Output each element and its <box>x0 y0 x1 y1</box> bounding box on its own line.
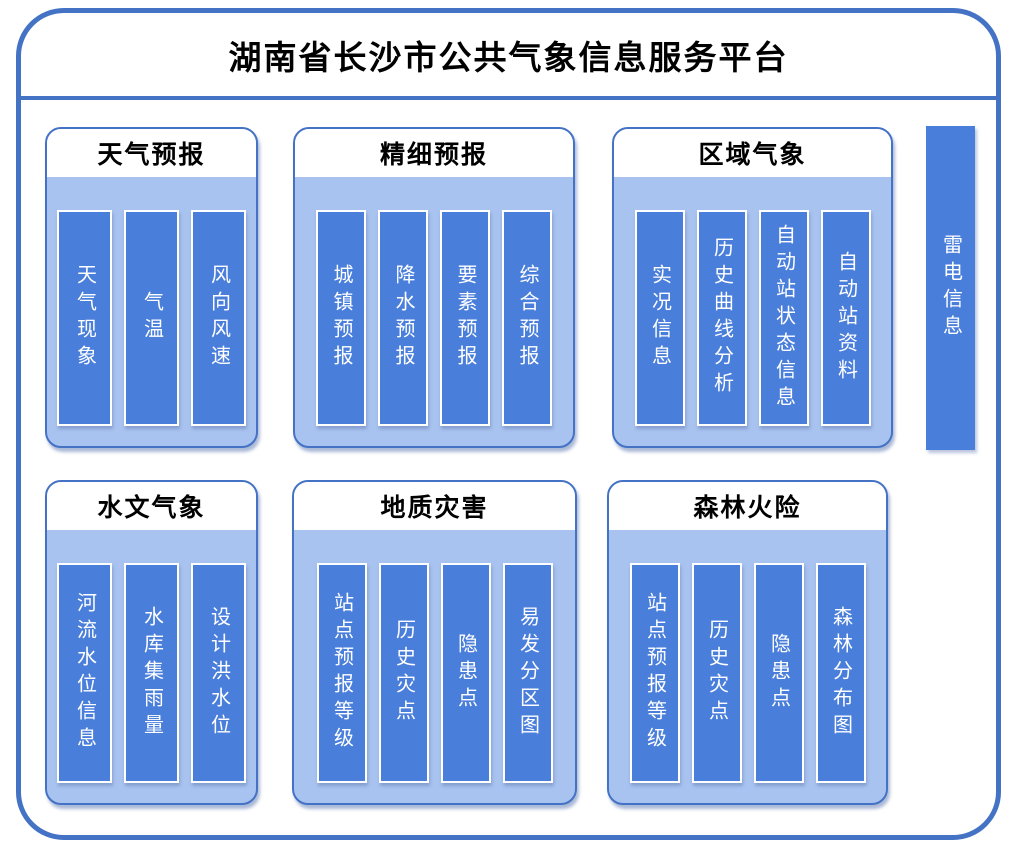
panel-geological-disaster-title: 地质灾害 <box>294 482 575 530</box>
panel-weather-forecast-title: 天气预报 <box>47 129 256 177</box>
module-bar-weather-phenomena: 天气现象 <box>57 210 112 426</box>
panel-fine-forecast-title: 精细预报 <box>295 129 573 177</box>
module-bar-label: 要素预报 <box>454 264 476 372</box>
module-bar-label: 森林分布图 <box>829 605 852 741</box>
panel-fine-forecast: 精细预报 城镇预报 降水预报 要素预报 综合预报 <box>293 127 575 448</box>
panel-hydrology-meteorology-title: 水文气象 <box>47 482 256 530</box>
lightning-info-bar: 雷电信息 <box>926 126 975 450</box>
module-bar-label: 历史灾点 <box>705 619 728 727</box>
module-bar-label: 自动站状态信息 <box>772 223 795 413</box>
module-bar-label: 隐患点 <box>454 632 477 714</box>
panel-regional-meteorology-body: 实况信息 历史曲线分析 自动站状态信息 自动站资料 <box>614 177 891 446</box>
module-bar-prone-area-map: 易发分区图 <box>502 563 553 783</box>
panel-weather-forecast: 天气预报 天气现象 气温 风向风速 <box>45 127 258 448</box>
module-bar-label: 综合预报 <box>516 264 538 372</box>
title-bar: 湖南省长沙市公共气象信息服务平台 <box>21 13 996 100</box>
page-title: 湖南省长沙市公共气象信息服务平台 <box>228 38 789 76</box>
panel-forest-fire-risk-title: 森林火险 <box>609 482 886 530</box>
module-bar-element-forecast: 要素预报 <box>440 210 490 426</box>
module-bar-label: 气温 <box>140 291 163 345</box>
module-bar-river-water-level-info: 河流水位信息 <box>57 563 112 783</box>
module-bar-comprehensive-forecast: 综合预报 <box>502 210 552 426</box>
panel-geological-disaster-body: 站点预报等级 历史灾点 隐患点 易发分区图 <box>294 530 575 803</box>
module-bar-label: 历史灾点 <box>392 619 415 727</box>
module-bar-history-curve-analysis: 历史曲线分析 <box>696 210 747 426</box>
module-bar-historical-disaster-points: 历史灾点 <box>691 563 742 783</box>
module-bar-station-forecast-level: 站点预报等级 <box>316 563 367 783</box>
module-bar-forest-distribution-map: 森林分布图 <box>815 563 866 783</box>
module-bar-label: 天气现象 <box>73 264 96 372</box>
panel-hydrology-meteorology: 水文气象 河流水位信息 水库集雨量 设计洪水位 <box>45 480 258 805</box>
panel-forest-fire-risk-body: 站点预报等级 历史灾点 隐患点 森林分布图 <box>609 530 886 803</box>
panel-regional-meteorology-title: 区域气象 <box>614 129 891 177</box>
module-bar-autostation-status-info: 自动站状态信息 <box>758 210 809 426</box>
module-bar-hidden-danger-points: 隐患点 <box>753 563 804 783</box>
module-bar-label: 隐患点 <box>767 632 790 714</box>
panel-geological-disaster: 地质灾害 站点预报等级 历史灾点 隐患点 易发分区图 <box>292 480 577 805</box>
module-bar-historical-disaster-points: 历史灾点 <box>378 563 429 783</box>
module-bar-temperature: 气温 <box>124 210 179 426</box>
module-bar-autostation-data: 自动站资料 <box>820 210 871 426</box>
panel-weather-forecast-body: 天气现象 气温 风向风速 <box>47 177 256 446</box>
module-bar-realtime-info: 实况信息 <box>634 210 685 426</box>
module-bar-label: 站点预报等级 <box>643 592 666 754</box>
panel-hydrology-meteorology-body: 河流水位信息 水库集雨量 设计洪水位 <box>47 530 256 803</box>
module-bar-label: 历史曲线分析 <box>710 237 733 399</box>
module-bar-label: 站点预报等级 <box>330 592 353 754</box>
module-bar-label: 设计洪水位 <box>207 605 230 741</box>
module-bar-design-flood-level: 设计洪水位 <box>191 563 246 783</box>
platform-frame: 湖南省长沙市公共气象信息服务平台 天气预报 天气现象 气温 风向风速 精细预报 <box>16 8 1001 840</box>
module-bar-label: 实况信息 <box>648 264 671 372</box>
module-bar-label: 风向风速 <box>207 264 230 372</box>
panel-regional-meteorology: 区域气象 实况信息 历史曲线分析 自动站状态信息 自动站资料 <box>612 127 893 448</box>
module-bar-label: 易发分区图 <box>516 605 539 741</box>
module-bar-label: 自动站资料 <box>834 250 857 386</box>
lightning-info-bar-label: 雷电信息 <box>939 234 962 342</box>
panel-fine-forecast-body: 城镇预报 降水预报 要素预报 综合预报 <box>295 177 573 446</box>
module-bar-label: 城镇预报 <box>330 264 352 372</box>
module-bar-town-forecast: 城镇预报 <box>316 210 366 426</box>
module-bar-label: 水库集雨量 <box>140 605 163 741</box>
diagram-content: 天气预报 天气现象 气温 风向风速 精细预报 城镇预报 <box>21 100 996 836</box>
panel-forest-fire-risk: 森林火险 站点预报等级 历史灾点 隐患点 森林分布图 <box>607 480 888 805</box>
module-bar-reservoir-rainfall: 水库集雨量 <box>124 563 179 783</box>
module-bar-precipitation-forecast: 降水预报 <box>378 210 428 426</box>
module-bar-label: 河流水位信息 <box>73 592 96 754</box>
module-bar-label: 降水预报 <box>392 264 414 372</box>
module-bar-station-forecast-level: 站点预报等级 <box>629 563 680 783</box>
module-bar-hidden-danger-points: 隐患点 <box>440 563 491 783</box>
module-bar-wind-direction-speed: 风向风速 <box>191 210 246 426</box>
